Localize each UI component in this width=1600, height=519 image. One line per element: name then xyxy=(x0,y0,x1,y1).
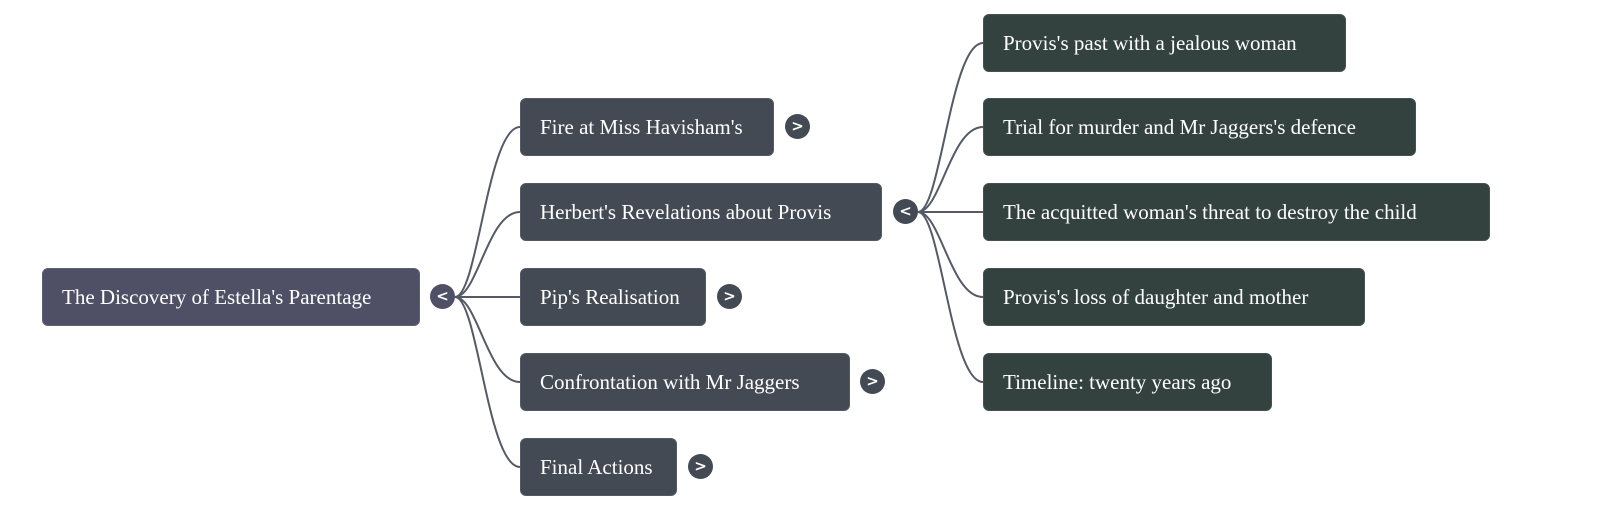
branch-link xyxy=(917,42,984,213)
branch-node-label: Final Actions xyxy=(540,454,653,479)
branch-node-fire[interactable]: Fire at Miss Havisham's xyxy=(520,98,774,156)
root-link xyxy=(454,126,521,298)
branch-node-label: Confrontation with Mr Jaggers xyxy=(540,369,800,394)
branch-node-label: Pip's Realisation xyxy=(540,284,680,309)
branch-link xyxy=(917,211,984,298)
leaf-node-label: Provis's loss of daughter and mother xyxy=(1003,284,1309,309)
leaf-node[interactable]: Timeline: twenty years ago xyxy=(983,353,1272,411)
leaf-node-label: Trial for murder and Mr Jaggers's defenc… xyxy=(1003,114,1356,139)
branch-link xyxy=(917,126,984,213)
leaf-node[interactable]: Trial for murder and Mr Jaggers's defenc… xyxy=(983,98,1416,156)
leaf-node-label: Timeline: twenty years ago xyxy=(1003,369,1232,394)
expand-toggle-icon[interactable]: > xyxy=(688,454,713,479)
branch-node-pip[interactable]: Pip's Realisation xyxy=(520,268,706,326)
root-link xyxy=(454,211,521,298)
leaf-node[interactable]: The acquitted woman's threat to destroy … xyxy=(983,183,1490,241)
branch-node-final[interactable]: Final Actions xyxy=(520,438,677,496)
expand-toggle-icon[interactable]: > xyxy=(860,369,885,394)
root-link xyxy=(454,296,521,468)
branch-link xyxy=(917,211,984,383)
leaf-node[interactable]: Provis's loss of daughter and mother xyxy=(983,268,1365,326)
branch-node-label: Fire at Miss Havisham's xyxy=(540,114,743,139)
branch-node-jaggers[interactable]: Confrontation with Mr Jaggers xyxy=(520,353,850,411)
leaf-node-label: Provis's past with a jealous woman xyxy=(1003,30,1297,55)
leaf-node[interactable]: Provis's past with a jealous woman xyxy=(983,14,1346,72)
collapse-toggle-icon[interactable]: < xyxy=(430,284,455,309)
root-node[interactable]: The Discovery of Estella's Parentage xyxy=(42,268,420,326)
branch-node-herbert[interactable]: Herbert's Revelations about Provis xyxy=(520,183,882,241)
branch-node-label: Herbert's Revelations about Provis xyxy=(540,199,832,224)
expand-toggle-icon[interactable]: > xyxy=(785,114,810,139)
collapse-toggle-icon[interactable]: < xyxy=(893,199,918,224)
root-link xyxy=(454,296,521,383)
leaf-node-label: The acquitted woman's threat to destroy … xyxy=(1003,199,1417,224)
root-node-label: The Discovery of Estella's Parentage xyxy=(62,284,372,309)
expand-toggle-icon[interactable]: > xyxy=(717,284,742,309)
